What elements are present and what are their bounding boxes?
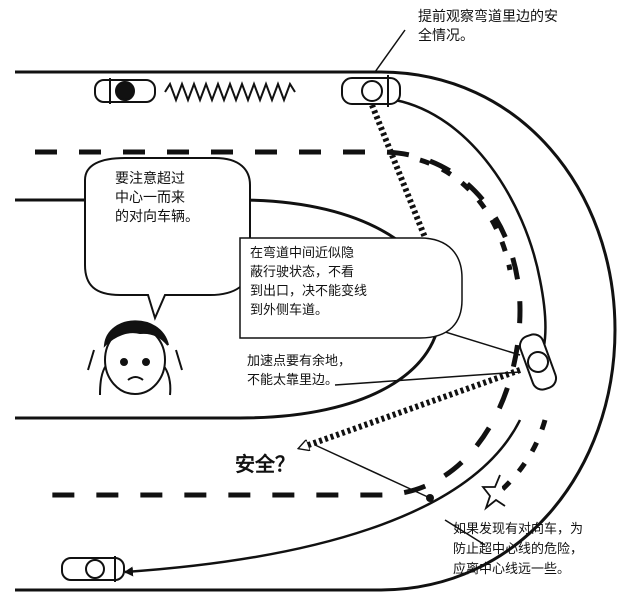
worried-rider — [87, 320, 183, 396]
middle-callout-box — [239, 237, 463, 339]
sight-line-2 — [300, 367, 522, 448]
vision-arc-lower — [488, 419, 548, 502]
top-right-note: 提前观察弯道里边的安 全情况。 — [418, 9, 558, 44]
vision-arc — [419, 157, 513, 271]
lean-arrow — [481, 474, 506, 511]
bottom-right-note: 如果发现有对向车，为 防止超中心线的危险， 应离中心线远一些。 — [453, 522, 584, 577]
motorcycle-top-right — [341, 75, 401, 107]
sight-line-1 — [369, 103, 430, 250]
distance-spring — [164, 81, 296, 103]
safety-question: 安全？ — [235, 452, 295, 476]
motorcycle-curve — [518, 333, 558, 391]
exit-line — [124, 419, 522, 577]
accel-note: 加速点要有余地， 不能太靠里边。 — [247, 354, 352, 388]
outer-road-edge — [15, 70, 617, 592]
motorcycle-bottom-left — [61, 556, 125, 582]
middle-note: 在弯道中间近似隐 蔽行驶状态，不看 到出口，决不能变线 到外侧车道。 — [250, 246, 368, 318]
bubble-text: 要注意超过 中心一而来 的对向车辆。 — [115, 171, 199, 225]
motorcycle-top-left — [94, 78, 156, 104]
